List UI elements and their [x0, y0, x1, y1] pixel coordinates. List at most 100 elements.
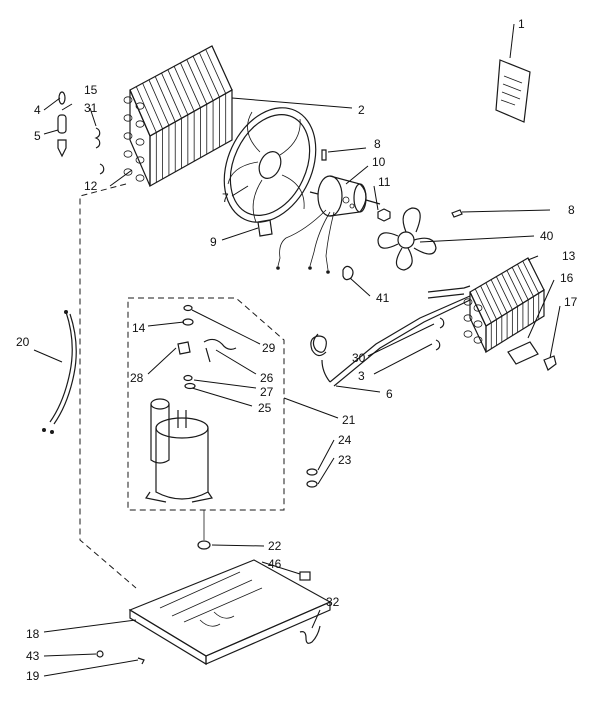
grommets: [197, 468, 318, 550]
label-43: 43: [26, 649, 40, 663]
coil-tube: [135, 138, 145, 146]
refrigerant-tubing: [310, 285, 471, 387]
coil-fin: [517, 264, 534, 297]
label-40: 40: [540, 229, 554, 243]
base-hardware: [96, 625, 321, 665]
coil-fin: [522, 260, 540, 294]
label-46: 46: [268, 557, 282, 571]
compressor: [145, 398, 213, 503]
label-8-upper: 8: [374, 137, 381, 151]
nut: [377, 208, 391, 222]
compressor-assembly-box: [127, 297, 285, 511]
label-26: 26: [260, 371, 274, 385]
part-labels: 1 2 3 4 5 6 7 8 8 9 10 11 12 13 14 15 16…: [16, 17, 578, 683]
motor-wires: [276, 209, 335, 274]
coil-tube: [123, 114, 133, 122]
coil-tube: [123, 96, 133, 104]
coil-fin: [480, 285, 497, 320]
fan-blade: [377, 207, 437, 271]
coil-tube: [463, 314, 473, 322]
coil-fin: [211, 45, 233, 91]
label-4: 4: [34, 103, 41, 117]
clip: [342, 265, 354, 281]
coil-fin: [142, 83, 163, 130]
label-30: 30: [352, 351, 366, 365]
label-41: 41: [376, 291, 390, 305]
label-5: 5: [34, 129, 41, 143]
coil-fin: [180, 62, 201, 108]
coil-tube: [135, 156, 145, 164]
label-27: 27: [260, 385, 274, 399]
coil-fin: [506, 270, 524, 304]
coil-tube: [135, 174, 145, 182]
label-28: 28: [130, 371, 144, 385]
label-15: 15: [84, 83, 98, 97]
wire-harness: [42, 310, 77, 434]
coil-fin: [490, 279, 508, 314]
label-12: 12: [84, 179, 98, 193]
label-29: 29: [262, 341, 276, 355]
label-18: 18: [26, 627, 40, 641]
instruction-sheet: [495, 59, 531, 123]
label-31: 31: [84, 101, 98, 115]
coil-fin: [501, 273, 518, 307]
coil-fin: [511, 267, 529, 300]
base-pan: [128, 559, 332, 666]
label-9: 9: [210, 235, 217, 249]
coil-tube: [135, 102, 145, 110]
label-6: 6: [386, 387, 393, 401]
screws: [321, 149, 463, 218]
label-13: 13: [562, 249, 576, 263]
label-3: 3: [358, 369, 365, 383]
label-16: 16: [560, 271, 574, 285]
label-24: 24: [338, 433, 352, 447]
coil-tube: [123, 150, 133, 158]
fittings-right: [435, 317, 445, 351]
fan-motor: [309, 175, 381, 217]
fan-shroud: [223, 107, 317, 223]
label-21: 21: [342, 413, 356, 427]
label-11: 11: [378, 175, 391, 189]
fittings-left: [57, 91, 105, 175]
coil-fin: [161, 72, 182, 119]
coil-tube: [473, 320, 483, 328]
coil-fin: [205, 49, 227, 94]
label-23: 23: [338, 453, 352, 467]
coil-fin: [199, 52, 220, 98]
coil-tube: [463, 298, 473, 306]
label-14: 14: [132, 321, 146, 335]
coil-fin: [135, 86, 157, 133]
label-1: 1: [518, 17, 525, 31]
label-25: 25: [258, 401, 272, 415]
coil-tube: [463, 330, 473, 338]
label-20: 20: [16, 335, 30, 349]
coil-fin: [469, 291, 487, 327]
leader-lines: [33, 23, 561, 677]
coil-tube: [123, 168, 133, 176]
condenser-coil: [463, 257, 545, 354]
coil-fin: [129, 89, 151, 137]
label-8-right: 8: [568, 203, 575, 217]
coil-tube: [123, 132, 133, 140]
label-2: 2: [358, 103, 365, 117]
coil-fin: [474, 288, 492, 323]
assembly-path: [79, 183, 137, 589]
coil-fin: [192, 55, 214, 101]
coil-fin: [496, 276, 513, 310]
coil-tube: [135, 120, 145, 128]
coil-tube: [473, 336, 483, 344]
label-19: 19: [26, 669, 40, 683]
coil-fin: [167, 69, 189, 115]
coil-fin: [527, 257, 545, 291]
bracket: [507, 341, 557, 371]
label-32: 32: [326, 595, 340, 609]
label-7: 7: [222, 191, 229, 205]
coil-fin: [485, 282, 503, 317]
coil-fin: [173, 66, 195, 112]
evaporator-coil: [123, 45, 233, 188]
label-22: 22: [268, 539, 282, 553]
tag: [257, 219, 273, 237]
coil-fin: [148, 79, 170, 126]
coil-tube: [473, 304, 483, 312]
